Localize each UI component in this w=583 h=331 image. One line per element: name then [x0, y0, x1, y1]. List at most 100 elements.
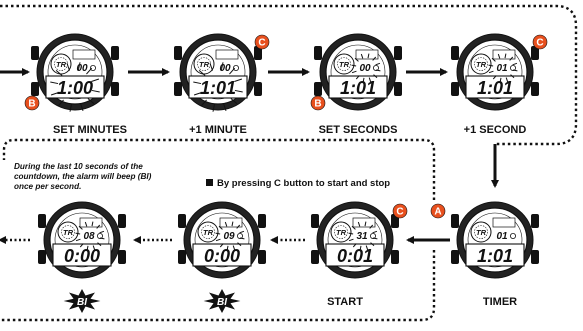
flash-ray	[237, 242, 242, 247]
flash-ray	[234, 89, 243, 93]
step-label-set-minutes: SET MINUTES	[53, 124, 127, 136]
top-digits: 00	[76, 63, 88, 74]
watch-button-a	[178, 214, 186, 228]
watch-button-b	[451, 82, 459, 96]
button-c-badge: C	[392, 203, 408, 219]
mode-dial	[470, 221, 492, 243]
beep-label: BI	[77, 297, 87, 308]
flash-ray	[232, 245, 236, 251]
watch-button-a	[38, 214, 46, 228]
watch-button-d	[531, 82, 539, 96]
main-lcd	[465, 75, 525, 99]
main-lcd	[52, 243, 112, 267]
flash-ray	[78, 225, 83, 230]
mode-dial-ring	[334, 225, 348, 239]
mode-dial	[470, 53, 492, 75]
indicator-dot	[372, 65, 379, 72]
indicator-dot	[90, 65, 97, 72]
watch-button-a	[174, 46, 182, 60]
mode-dial-text: TR	[56, 60, 67, 69]
watch-button-d	[118, 250, 126, 264]
flash-ray	[239, 230, 245, 234]
button-a-badge-letter: A	[434, 207, 441, 218]
button-b-badge-circle	[310, 95, 326, 111]
step-label-plus-1-minute: +1 MINUTE	[189, 124, 247, 136]
main-digits: 1:01	[477, 78, 513, 98]
flash-ray	[75, 238, 81, 242]
mode-dial-text: TR	[476, 60, 487, 69]
main-digits: 0:00	[64, 246, 100, 266]
flash-ray	[92, 245, 96, 251]
flash-ray	[372, 56, 377, 61]
flash-ray	[373, 74, 378, 79]
flash-ray	[499, 77, 502, 83]
button-c-badge: C	[254, 34, 270, 50]
flash-ray	[375, 69, 381, 72]
flash-ray	[212, 103, 216, 112]
flash-ray	[354, 57, 359, 62]
flash-ray	[209, 62, 213, 71]
flash-ray	[357, 221, 361, 227]
step-label-plus-1-second: +1 SECOND	[463, 124, 527, 136]
watch-button-d	[111, 82, 119, 96]
indicator-dot	[232, 65, 239, 72]
button-a-badge: A	[430, 203, 446, 219]
indicator-dot	[236, 232, 243, 239]
lower-dotted-boundary-bottom	[0, 250, 436, 322]
button-c-badge-letter: C	[536, 38, 543, 49]
top-digits: 31	[356, 231, 368, 242]
watch-button-a	[451, 214, 459, 228]
flash-ray	[91, 78, 100, 82]
countdown-beep-note: During the last 10 seconds of the countd…	[14, 162, 200, 192]
watch-button-d	[254, 82, 262, 96]
top-digits: 00	[219, 63, 231, 74]
main-lcd	[465, 243, 525, 267]
top-flash-icon	[488, 53, 518, 83]
note-line: once per second.	[14, 182, 82, 191]
flash-ray	[97, 242, 102, 247]
main-lcd	[192, 243, 252, 267]
flash-ray	[229, 67, 236, 75]
main-digits: 1:01	[477, 246, 513, 266]
flash-ray	[512, 62, 518, 66]
flash-ray	[198, 69, 206, 76]
button-b-badge-circle	[24, 95, 40, 111]
flash-ray	[86, 67, 93, 75]
mode-dial-text: TR	[336, 228, 347, 237]
flash-ray	[226, 245, 229, 251]
top-digits: 00	[359, 63, 371, 74]
top-digits: 08	[83, 231, 95, 242]
upper-lcd	[215, 49, 239, 60]
start-stop-caption: By pressing C button to start and stop	[206, 178, 390, 189]
mode-dial	[197, 221, 219, 243]
watch-button-c	[118, 214, 126, 228]
step-label-timer: TIMER	[482, 296, 518, 308]
flash-ray	[372, 237, 378, 240]
note-line: During the last 10 seconds of the	[14, 162, 143, 171]
watch-button-c	[394, 46, 402, 60]
flash-ray	[364, 221, 367, 227]
indicator-dot	[97, 232, 104, 239]
lower-dotted-boundary	[2, 138, 436, 200]
flash-ray	[91, 89, 100, 93]
upper-lcd	[355, 49, 379, 60]
flash-ray	[91, 221, 94, 227]
mode-dial-ring	[474, 225, 488, 239]
indicator-dot	[509, 65, 516, 72]
mode-dial	[333, 53, 355, 75]
button-c-badge-circle	[532, 34, 548, 50]
mode-dial-ring	[474, 57, 488, 71]
flash-ray	[218, 225, 223, 230]
step-label-start: START	[327, 296, 363, 308]
flash-ray	[219, 243, 224, 248]
upper-lcd	[79, 217, 103, 228]
mode-dial-text: TR	[203, 228, 214, 237]
